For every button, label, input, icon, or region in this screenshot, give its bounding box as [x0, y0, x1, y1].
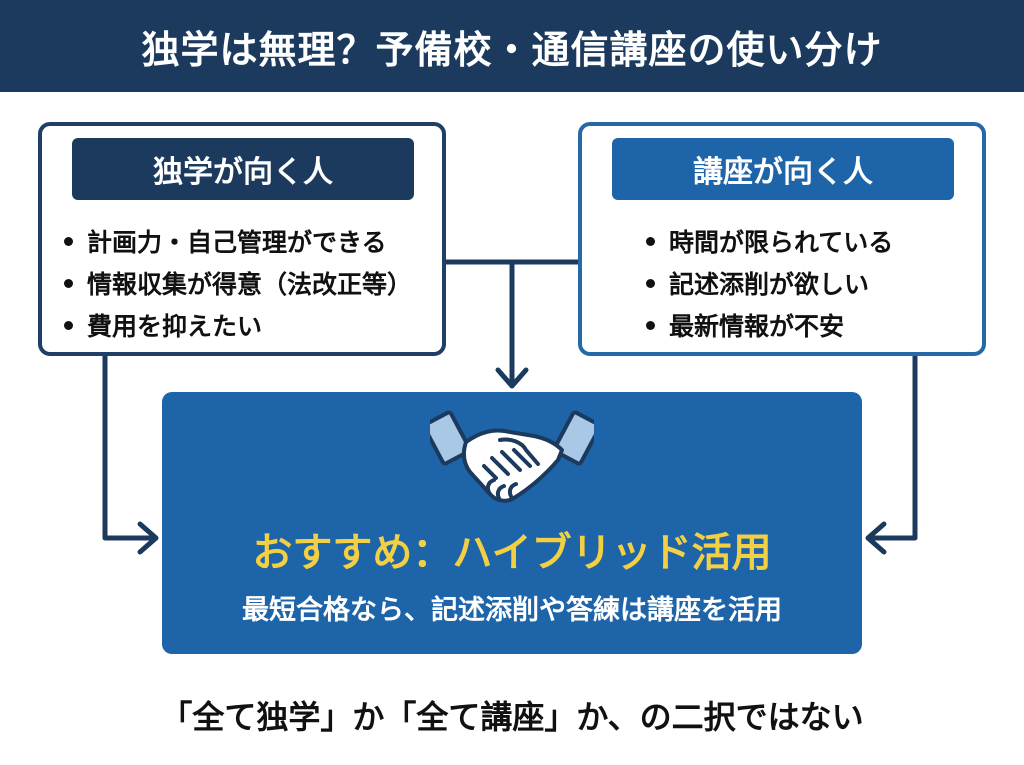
course-heading: 講座が向く人: [612, 138, 954, 200]
recommendation-box: おすすめ：ハイブリッド活用 最短合格なら、記述添削や答練は講座を活用: [162, 392, 862, 654]
connector-right-line: [867, 353, 918, 541]
bullet-dot-icon: [64, 320, 73, 330]
arrow-left-head: [865, 521, 887, 555]
recommendation-title: おすすめ：ハイブリッド活用: [252, 530, 772, 576]
footer-note: 「全て独学」か「全て講座」か、の二択ではない: [160, 698, 864, 736]
list-item: 計画力・自己管理ができる: [64, 222, 412, 264]
bullet-dot-icon: [646, 236, 655, 246]
list-item: 費用を抑えたい: [64, 306, 412, 348]
course-list: 時間が限られている 記述添削が欲しい 最新情報が不安: [646, 222, 893, 348]
arrow-right-head: [137, 521, 159, 555]
list-item: 最新情報が不安: [646, 306, 893, 348]
self-study-box: 独学が向く人 計画力・自己管理ができる 情報収集が得意（法改正等） 費用を抑えた…: [38, 122, 446, 356]
list-item: 記述添削が欲しい: [646, 264, 893, 306]
header-bar: 独学は無理？予備校・通信講座の使い分け: [0, 0, 1024, 92]
handshake-icon: [430, 410, 594, 503]
recommendation-subtitle: 最短合格なら、記述添削や答練は講座を活用: [242, 595, 782, 626]
self-study-list: 計画力・自己管理ができる 情報収集が得意（法改正等） 費用を抑えたい: [64, 222, 412, 348]
bullet-dot-icon: [646, 320, 655, 330]
list-item: 情報収集が得意（法改正等）: [64, 264, 412, 306]
list-item: 時間が限られている: [646, 222, 893, 264]
self-study-heading: 独学が向く人: [72, 138, 414, 200]
bullet-dot-icon: [64, 278, 73, 288]
arrow-down-head: [495, 367, 529, 389]
page-title: 独学は無理？予備校・通信講座の使い分け: [141, 27, 883, 72]
bullet-dot-icon: [64, 236, 73, 246]
course-box: 講座が向く人 時間が限られている 記述添削が欲しい 最新情報が不安: [578, 122, 986, 356]
connector-left-line: [102, 353, 157, 541]
bullet-dot-icon: [646, 278, 655, 288]
